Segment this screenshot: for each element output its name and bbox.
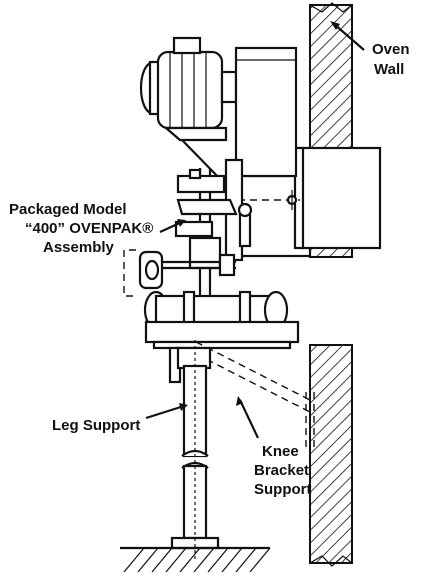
knee-bracket-label-line2: Bracket [254, 462, 309, 479]
labels: Oven Wall Packaged Model “400” OVENPAK® … [9, 41, 410, 498]
knee-bracket-label-line3: Support [254, 481, 312, 498]
leg-support [168, 340, 220, 560]
blower-motor [139, 36, 238, 186]
floor [120, 546, 271, 573]
knee-bracket-label-line1: Knee [262, 443, 299, 460]
knee-bracket [195, 341, 315, 450]
burner-tube [226, 146, 382, 258]
manifold-pipe [143, 290, 289, 330]
assembly-label-line1: Packaged Model [9, 201, 127, 218]
base-plate [144, 320, 300, 350]
oven-wall-label-line2: Wall [374, 61, 404, 78]
assembly-label-line3: Assembly [43, 239, 115, 256]
gas-train [150, 168, 253, 300]
leader-lines [145, 21, 365, 439]
oven-wall [309, 2, 353, 567]
oven-wall-label-line1: Oven [372, 41, 410, 58]
leg-support-label: Leg Support [52, 417, 140, 434]
assembly-label-line2: “400” OVENPAK® [25, 220, 153, 237]
alternate-valve-position [123, 249, 164, 297]
